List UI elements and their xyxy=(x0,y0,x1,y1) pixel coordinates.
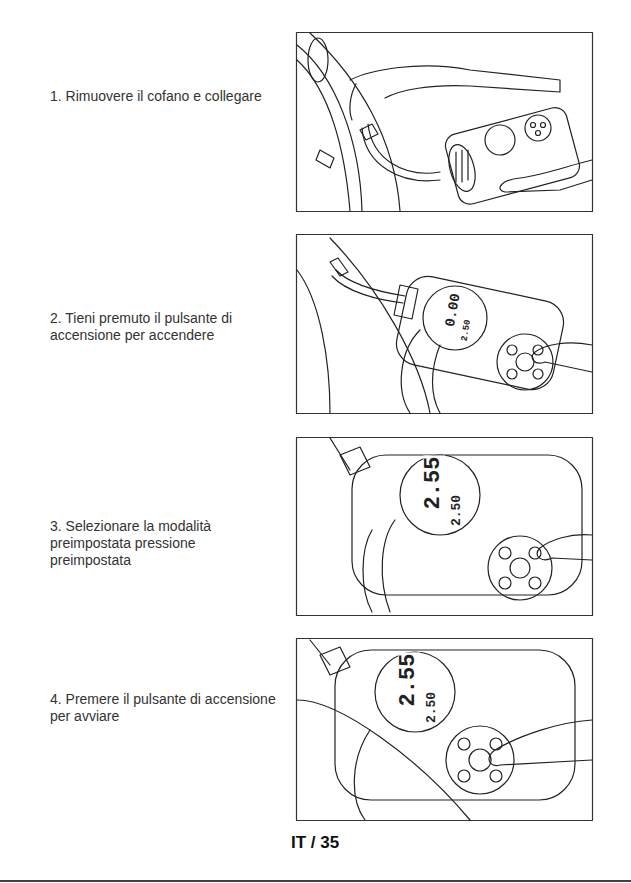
step-text: 1. Rimuovere il cofano e collegare xyxy=(50,88,280,105)
page-number: IT / 35 xyxy=(291,833,339,853)
display-reading: 2.50 xyxy=(451,493,464,526)
step-text: 3. Selezionare la modalità preimpostata … xyxy=(50,518,280,569)
step-text: 4. Premere il pulsante di accensione per… xyxy=(50,691,280,725)
display-reading: 2.50 xyxy=(426,690,439,723)
display-reading: 2.55 xyxy=(423,456,445,511)
display-reading: 0.00 xyxy=(443,291,463,328)
display-reading: 2.50 xyxy=(461,318,474,343)
display-reading: 2.55 xyxy=(398,653,420,708)
step-text: 2. Tieni premuto il pulsante di accensio… xyxy=(50,310,280,344)
